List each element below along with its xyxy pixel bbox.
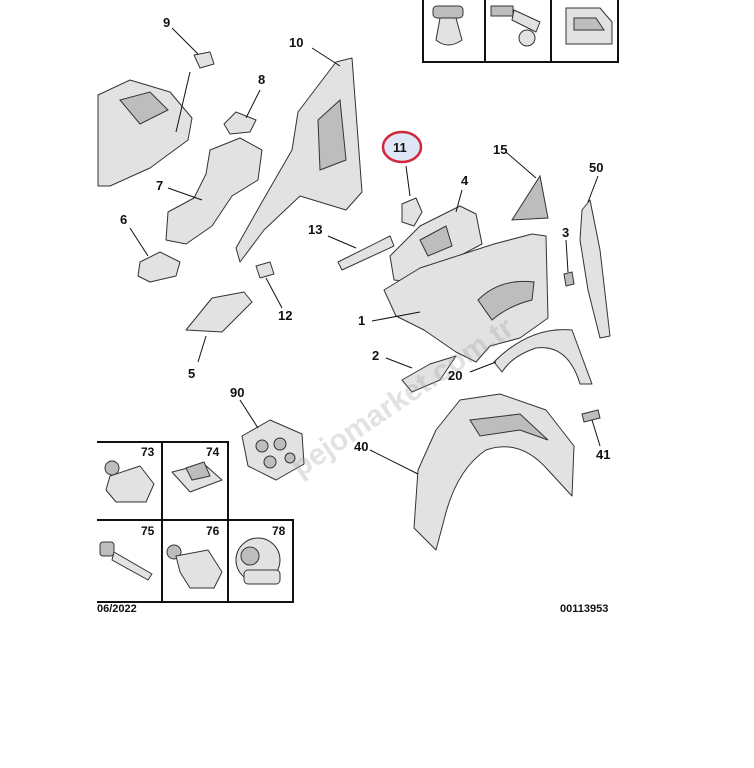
fastener-78-part <box>235 537 281 585</box>
callout-50: 50 <box>589 160 603 175</box>
fastener-75-part <box>99 541 153 581</box>
part-50-vertical-trim <box>579 175 611 339</box>
callout-20: 20 <box>448 368 462 383</box>
box-number-75: 75 <box>141 524 155 538</box>
part-41-fastener <box>581 409 601 447</box>
callout-2: 2 <box>372 348 379 363</box>
top-fastener-strip <box>422 0 619 63</box>
fastener-74-part <box>171 461 223 493</box>
part-8-plate <box>223 89 261 135</box>
screw-part <box>490 5 541 47</box>
diagram-reference: 00113953 <box>560 603 608 615</box>
part-12-clip <box>255 261 283 309</box>
callout-15: 15 <box>493 142 507 157</box>
bottom-fastener-grid <box>97 441 294 603</box>
part-15-trim-triangle <box>505 151 549 221</box>
fastener-73-part <box>104 460 155 503</box>
part-5-reinforcement <box>185 291 253 363</box>
part-1-front-fender <box>371 233 549 363</box>
callout-8: 8 <box>258 72 265 87</box>
part-3-fastener <box>563 239 575 287</box>
fastener-76-part <box>166 544 223 589</box>
callout-40: 40 <box>354 439 368 454</box>
callout-5: 5 <box>188 366 195 381</box>
push-rivet-part <box>432 5 464 46</box>
callout-4: 4 <box>461 173 469 188</box>
callout-7: 7 <box>156 178 163 193</box>
part-20-wheel-arch-trim <box>469 329 593 385</box>
box-number-73: 73 <box>141 445 155 459</box>
callout-11: 11 <box>393 140 407 155</box>
callout-13: 13 <box>308 222 322 237</box>
callout-41: 41 <box>596 447 610 462</box>
part-13-rail <box>327 235 395 271</box>
body-section-part <box>97 71 193 187</box>
part-10-wheelhouse-panel <box>235 47 363 263</box>
callout-12: 12 <box>278 308 292 323</box>
part-7-side-member <box>165 137 263 245</box>
clip-part <box>565 7 613 45</box>
box-number-74: 74 <box>206 445 220 459</box>
part-11-bracket <box>401 165 423 227</box>
part-40-wheel-arch-liner <box>369 393 575 551</box>
callout-10: 10 <box>289 35 303 50</box>
diagram-date: 06/2022 <box>97 603 137 615</box>
part-4-support <box>389 189 483 283</box>
part-6-bracket <box>129 227 181 283</box>
part-9-bracket <box>171 27 215 69</box>
callout-3: 3 <box>562 225 569 240</box>
callout-90: 90 <box>230 385 244 400</box>
box-number-76: 76 <box>206 524 220 538</box>
highlight-ring <box>381 130 423 164</box>
part-2-bracket <box>385 355 457 393</box>
callout-9: 9 <box>163 15 170 30</box>
callout-6: 6 <box>120 212 127 227</box>
callout-1: 1 <box>358 313 365 328</box>
part-90-fastener-kit <box>239 399 305 481</box>
box-number-78: 78 <box>272 524 286 538</box>
